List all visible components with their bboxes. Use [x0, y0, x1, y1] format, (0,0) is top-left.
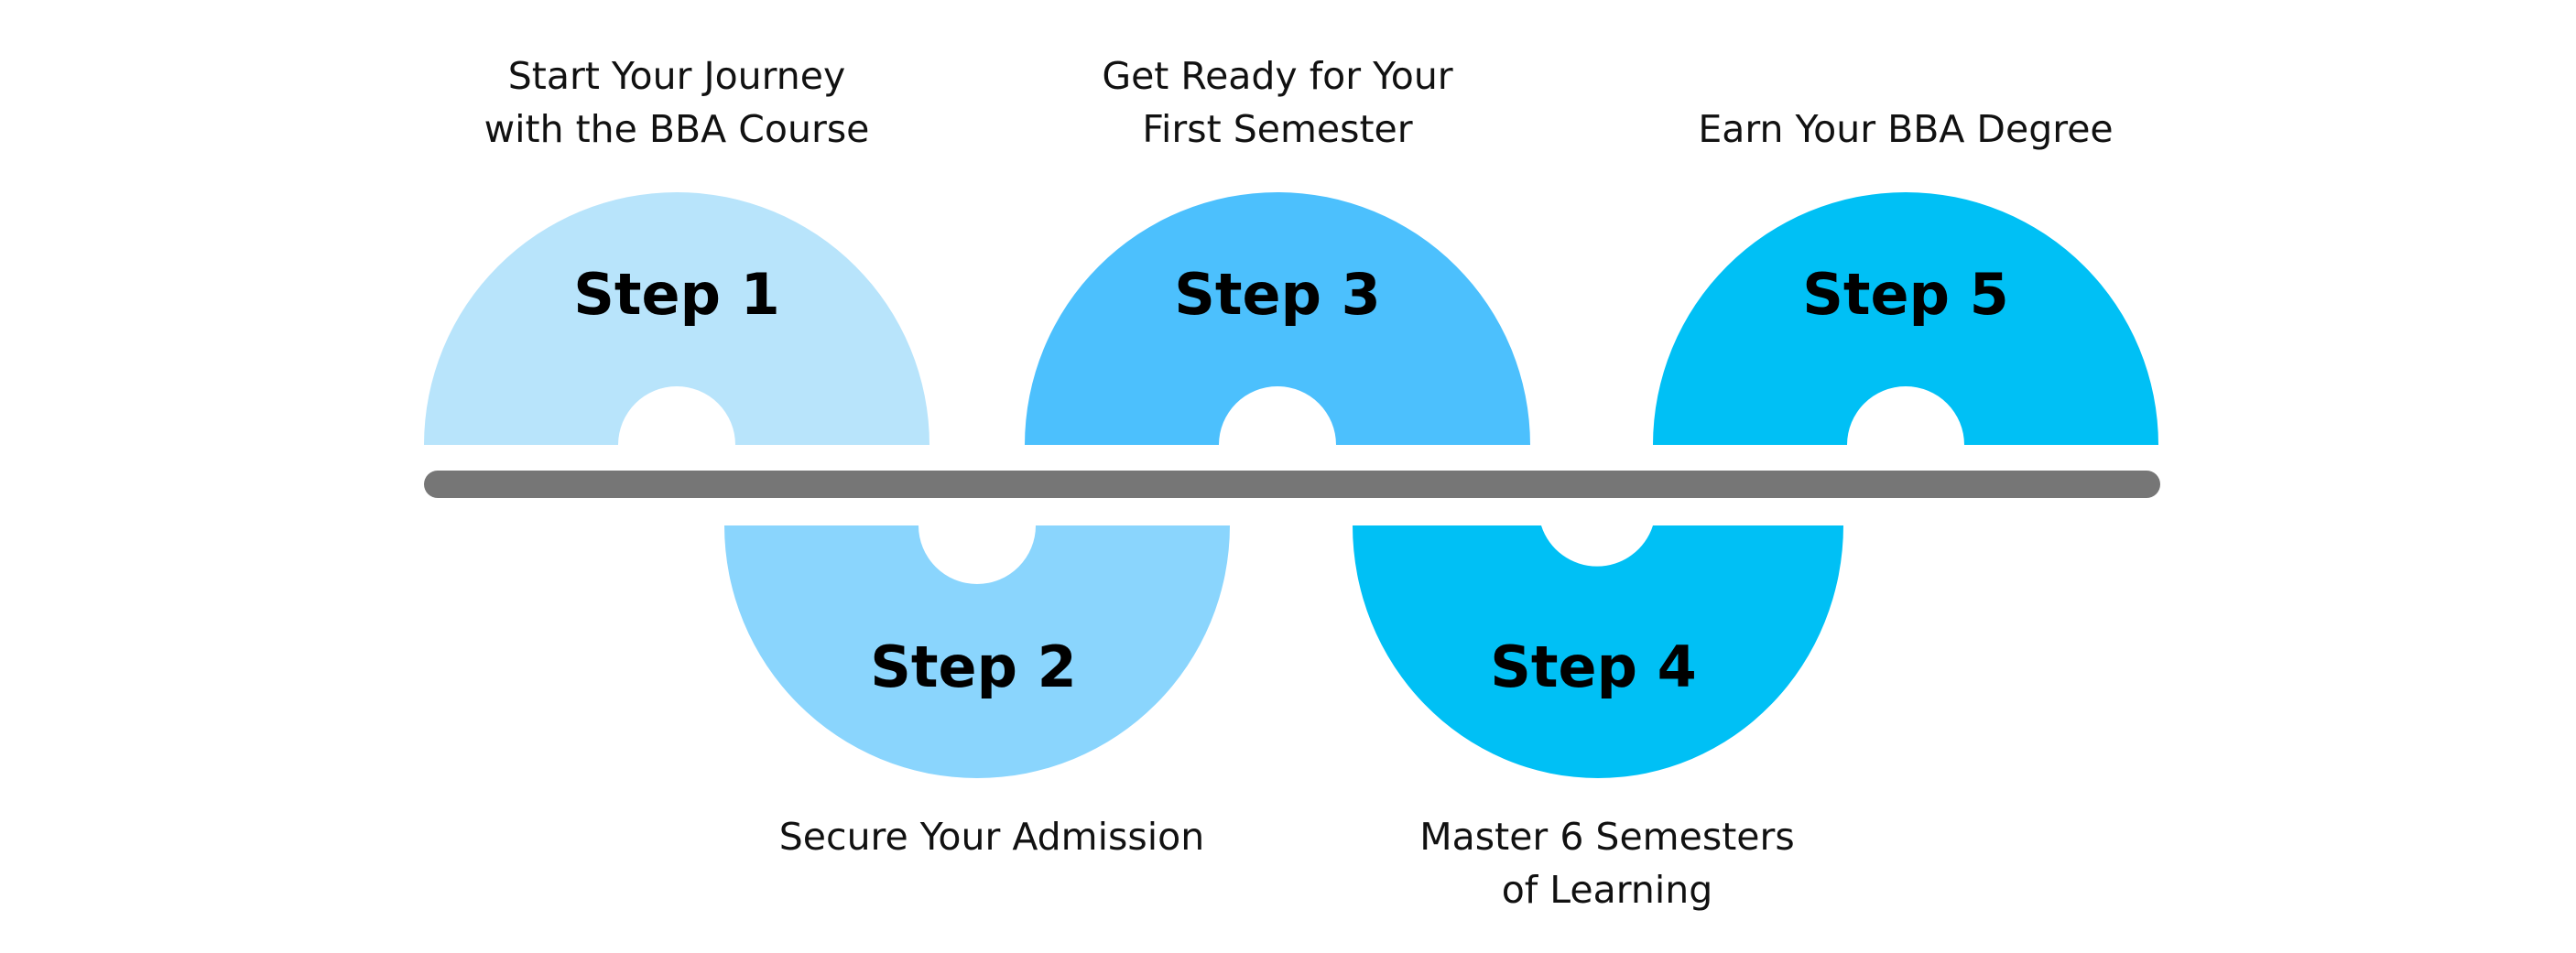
step-1-caption-line-2: with the BBA Course: [484, 107, 870, 151]
step-2-title: Step 2: [870, 634, 1076, 700]
step-4: Step 4 Master 6 Semesters of Learning: [1353, 525, 1843, 912]
step-2: Step 2 Secure Your Admission: [724, 525, 1230, 859]
step-5: Step 5 Earn Your BBA Degree: [1653, 107, 2158, 445]
step-2-caption-line-1: Secure Your Admission: [779, 815, 1204, 859]
step-4-shape: [1353, 525, 1843, 778]
step-4-caption-line-2: of Learning: [1502, 868, 1713, 912]
step-1: Step 1 Start Your Journey with the BBA C…: [424, 54, 929, 445]
step-1-title: Step 1: [573, 261, 779, 328]
step-1-caption-line-1: Start Your Journey: [508, 54, 846, 98]
step-3: Step 3 Get Ready for Your First Semester: [1025, 54, 1530, 445]
step-4-title: Step 4: [1490, 634, 1696, 700]
step-3-caption-line-1: Get Ready for Your: [1102, 54, 1452, 98]
step-3-title: Step 3: [1174, 261, 1380, 328]
step-5-caption-line-1: Earn Your BBA Degree: [1698, 107, 2113, 151]
step-5-title: Step 5: [1802, 261, 2008, 328]
step-3-shape: [1025, 192, 1530, 445]
step-4-caption-line-1: Master 6 Semesters: [1419, 815, 1794, 859]
step-1-shape: [424, 192, 929, 445]
step-5-shape: [1653, 192, 2158, 445]
timeline-bar: [424, 471, 2160, 498]
step-2-shape: [724, 525, 1230, 778]
step-3-caption-line-2: First Semester: [1142, 107, 1412, 151]
